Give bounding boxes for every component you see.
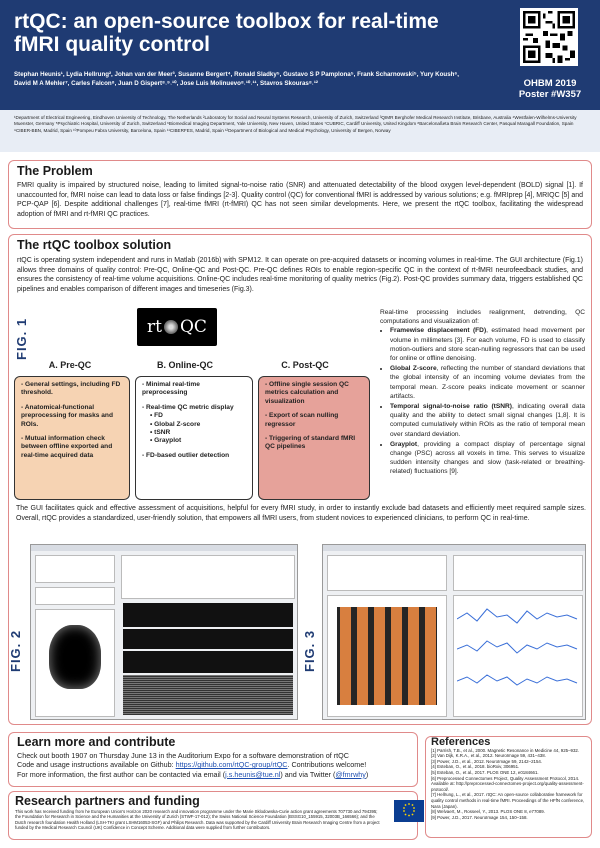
- github-link[interactable]: https://github.com/rtQC-group/rtQC: [175, 760, 288, 770]
- reference-item: [4] Esteban, O., et al., 2018. bioRxiv, …: [431, 764, 520, 770]
- list-item: - Anatomical-functional preprocessing fo…: [21, 403, 113, 428]
- online-qc-title: B. Online-QC: [157, 360, 213, 370]
- list-item: - Mutual information check between offli…: [21, 435, 113, 459]
- poster-header: rtQC: an open-source toolbox for real-ti…: [0, 0, 600, 110]
- solution-heading: The rtQC toolbox solution: [17, 238, 172, 252]
- list-item: • Global Z-score: [150, 420, 201, 428]
- email-link[interactable]: j.s.heunis@tue.nl: [225, 769, 281, 779]
- list-item: - Offline single session QC metrics calc…: [265, 381, 349, 405]
- references-heading: References: [431, 736, 491, 748]
- fig2-screenshot: [30, 544, 298, 720]
- reference-item: [6] Preprocessed Connectomes Project, Qu…: [431, 775, 584, 792]
- list-item: Global Z-score, reflecting the number of…: [390, 364, 585, 401]
- learn-heading: Learn more and contribute: [17, 735, 176, 749]
- rtqc-logo: rt QC: [137, 308, 217, 346]
- list-item: - Export of scan nulling regressor: [265, 412, 339, 428]
- post-qc-title: C. Post-QC: [281, 360, 329, 370]
- author-list: Stephan Heunis¹, Lydia Hellrung², Johan …: [14, 71, 459, 87]
- list-item: - General settings, including FD thresho…: [21, 381, 121, 397]
- logo-text-rt: rt: [147, 317, 162, 337]
- fig3-label: FIG. 3: [302, 629, 317, 672]
- list-item: Framewise displacement (FD), estimated h…: [390, 326, 585, 363]
- poster-number: Poster #W357: [518, 89, 582, 100]
- fig1-label: FIG. 1: [14, 317, 29, 360]
- metrics-intro: Real-time processing includes realignmen…: [380, 309, 585, 326]
- reference-item: [3] Power, J.D., et al., 2012. NeuroImag…: [431, 758, 543, 764]
- fig2-label: FIG. 2: [8, 629, 23, 672]
- list-item: Temporal signal-to-noise ratio (tSNR), i…: [390, 402, 585, 439]
- learn-section: Learn more and contribute Check out boot…: [8, 732, 418, 787]
- fig3-screenshot: [322, 544, 586, 720]
- solution-intro: rtQC is operating system independent and…: [17, 257, 583, 293]
- conference-name: OHBM 2019: [523, 78, 577, 89]
- pre-qc-panel: - General settings, including FD thresho…: [14, 376, 130, 500]
- funding-text: This work has received funding from he E…: [15, 809, 380, 831]
- online-qc-panel: - Minimal real-time preprocessing - Real…: [135, 376, 253, 500]
- brain-montage: [337, 607, 437, 705]
- solution-outro: The GUI facilitates quick and effective …: [16, 505, 586, 522]
- funding-heading: Research partners and funding: [15, 794, 200, 808]
- list-item: - Minimal real-time preprocessing: [142, 381, 200, 397]
- reference-item: [8] Welvaert, M., Rosseel, Y., 2013. PLO…: [431, 809, 545, 815]
- pre-qc-title: A. Pre-QC: [48, 360, 92, 370]
- brain-icon: [164, 320, 178, 334]
- eu-flag-icon: [394, 800, 424, 822]
- conference-info: OHBM 2019 Poster #W357: [505, 78, 595, 100]
- reference-item: [5] Esteban, O., et al., 2017. PLOS ONE …: [431, 769, 539, 775]
- references-section: References [1] Parrish, T.B., et al., 20…: [425, 736, 592, 838]
- poster-title: rtQC: an open-source toolbox for real-ti…: [14, 10, 439, 56]
- funding-section: Research partners and funding This work …: [8, 791, 418, 840]
- list-item: - Triggering of standard fMRI QC pipelin…: [265, 435, 356, 451]
- learn-text: Check out booth 1907 on Thursday June 13…: [17, 751, 369, 779]
- list-item: • tSNR: [150, 429, 171, 437]
- timeseries-plots: [457, 608, 578, 686]
- post-qc-panel: - Offline single session QC metrics calc…: [258, 376, 370, 500]
- list-item: Grayplot, providing a compact display of…: [390, 440, 585, 477]
- problem-section: The Problem FMRI quality is impaired by …: [8, 160, 592, 229]
- metrics-description: Real-time processing includes realignmen…: [380, 308, 585, 478]
- logo-text-qc: QC: [180, 317, 207, 337]
- list-item: • FD: [150, 412, 163, 420]
- twitter-link[interactable]: @fmrwhy: [335, 769, 366, 779]
- reference-item: [1] Parrish, T.B., et al., 2000. Magneti…: [431, 747, 580, 753]
- reference-item: [9] Power, J.D., 2017. NeuroImage 154, 1…: [431, 814, 528, 820]
- reference-item: [7] Hellrung, L., et al., 2017. rtQC: An…: [431, 792, 585, 809]
- reference-item: [2] Van Dijk, K.R.A., et al., 2012. Neur…: [431, 753, 546, 759]
- list-item: - Real-time QC metric display: [142, 403, 234, 411]
- problem-text: FMRI quality is impaired by structured n…: [17, 182, 583, 218]
- problem-heading: The Problem: [17, 164, 93, 178]
- qr-code-icon: [520, 8, 578, 66]
- affiliations: ¹Department of Electrical Engineering, E…: [0, 110, 600, 152]
- brain-image: [49, 625, 101, 689]
- list-item: • Grayplot: [150, 437, 182, 445]
- list-item: - FD-based outlier detection: [142, 451, 230, 459]
